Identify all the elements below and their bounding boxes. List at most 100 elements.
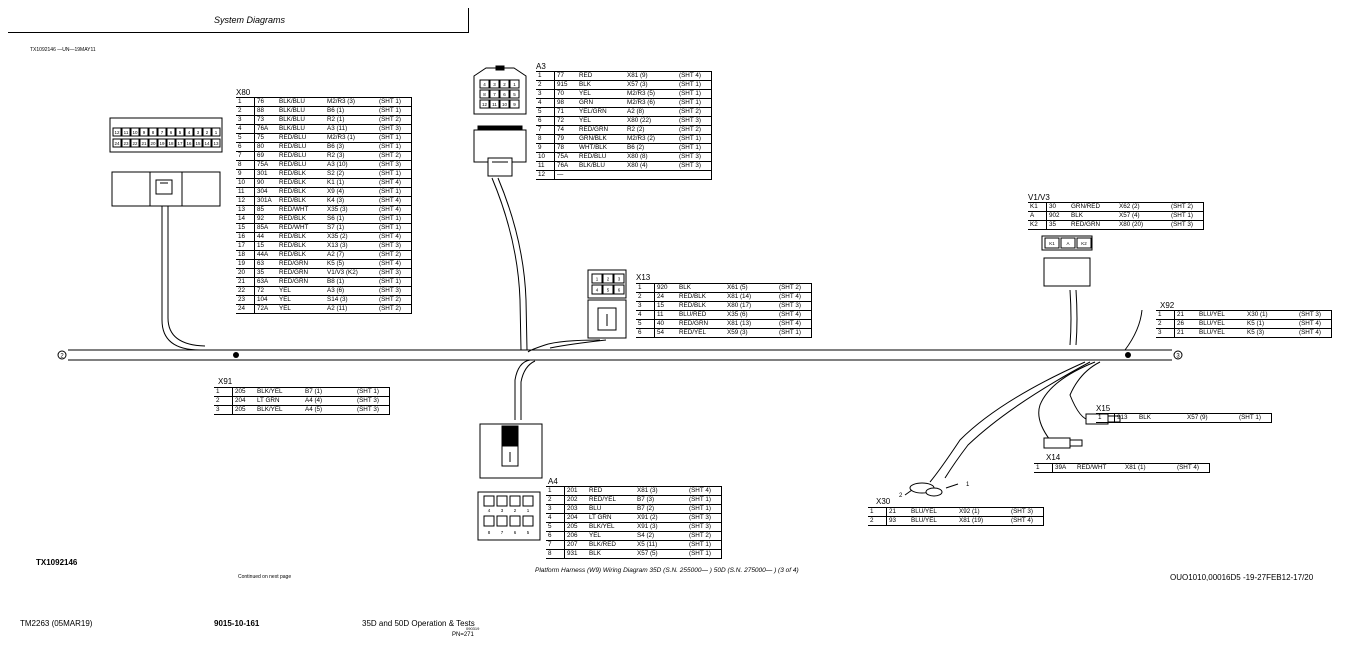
pin-number: 8 [488,530,491,535]
figure-caption: Platform Harness (W9) Wiring Diagram 35D… [535,567,799,574]
x80-pin [130,127,140,137]
x92-label: X92 [1160,301,1175,310]
wire-cell: X91 (3) [635,522,687,532]
x80-pin [112,138,122,148]
wire-cell: (SHT 1) [377,223,412,233]
v1v3-pin [1076,237,1092,249]
wire-cell: (SHT 1) [377,97,412,107]
pin-number: 6 [503,92,506,97]
x13-pin [602,284,614,295]
wire-cell: 10 [536,152,555,162]
wire-cell: RED/WHT [277,223,325,233]
x91-label: X91 [218,377,233,386]
wire-cell: X5 (11) [635,540,687,550]
wire-cell: K2 [1028,220,1047,230]
x80-connector-body [111,171,221,207]
wire-cell: X80 (20) [1117,220,1169,230]
wire-cell: 40 [654,319,677,329]
wire-cell: 63 [254,259,277,269]
wire-cell: X57 (3) [625,80,677,90]
wire-cell: B7 (2) [635,504,687,514]
wire-cell: 206 [564,531,587,541]
x13-connector-body [587,299,627,339]
pin-number: 16 [186,141,192,146]
wire-cell: 1 [214,387,233,397]
wire-cell: RED [577,71,625,81]
wire-cell: 72A [254,304,277,314]
wire-cell: RED/BLK [277,250,325,260]
wire-cell: (SHT 4) [687,486,722,496]
wire-cell: 54 [654,328,677,338]
wire-cell: 204 [232,396,255,406]
wire-cell: (SHT 3) [377,124,412,134]
wire-cell: 17 [236,241,255,251]
wire-cell: 1 [536,71,555,81]
wire-cell: X81 (1) [1123,463,1175,473]
wire-cell: K1 [1028,202,1047,212]
wire-cell: RED/BLU [277,133,325,143]
pin-number: 23 [123,141,129,146]
wire-cell: 93 [886,516,909,526]
wire-cell: (SHT 1) [777,328,812,338]
wire-cell: (SHT 3) [377,286,412,296]
wire-cell: BLK/RED [587,540,635,550]
wire-cell: (SHT 4) [1175,463,1210,473]
wire-cell: 26 [1174,319,1197,329]
wire-cell: 3 [536,89,555,99]
wire-cell: A3 (11) [325,124,377,134]
x80-pin [166,138,176,148]
wire-cell: (SHT 3) [687,522,722,532]
wire-cell: 15 [236,223,255,233]
wire-cell: 5 [546,522,565,532]
x13-pin [602,273,614,284]
x13-pin [613,284,625,295]
wire-cell: (SHT 1) [687,549,722,559]
pin-number: 4 [483,82,486,87]
pin-number: 6 [514,530,517,535]
wire-cell: (SHT 1) [377,214,412,224]
a3-pin [479,89,490,99]
a3-pin [489,89,500,99]
wire-cell: (SHT 1) [677,143,712,153]
a4-pin [483,515,495,527]
wire-cell: X35 (3) [325,205,377,215]
wire-cell: RED/YEL [587,495,635,505]
wire-cell: A3 (6) [325,286,377,296]
wire-cell: 1 [236,97,255,107]
pin-number: 4 [596,287,599,292]
footer-page-number: 9015-10-161 [214,619,260,628]
wire-cell: 915 [554,80,577,90]
a4-pin [496,515,508,527]
wire-cell: S14 (3) [325,295,377,305]
wire-cell: X80 (4) [625,161,677,171]
x30-label: X30 [876,497,891,506]
wire-cell: M2/R3 (5) [625,89,677,99]
wire-cell: (SHT 1) [687,540,722,550]
pin-number: 15 [195,141,201,146]
wire-cell: X81 (13) [725,319,777,329]
pin-number: 3 [501,508,504,513]
a4-pin [522,515,534,527]
wire-cell: (SHT 2) [777,283,812,293]
v1v3-pin [1044,237,1060,249]
a3-pin [479,79,490,89]
wire-cell: 14 [236,214,255,224]
wire-cell: RED/YEL [677,328,725,338]
wire-cell: 205 [564,522,587,532]
wire-cell: K4 (3) [325,196,377,206]
wire-cell: (SHT 1) [377,187,412,197]
